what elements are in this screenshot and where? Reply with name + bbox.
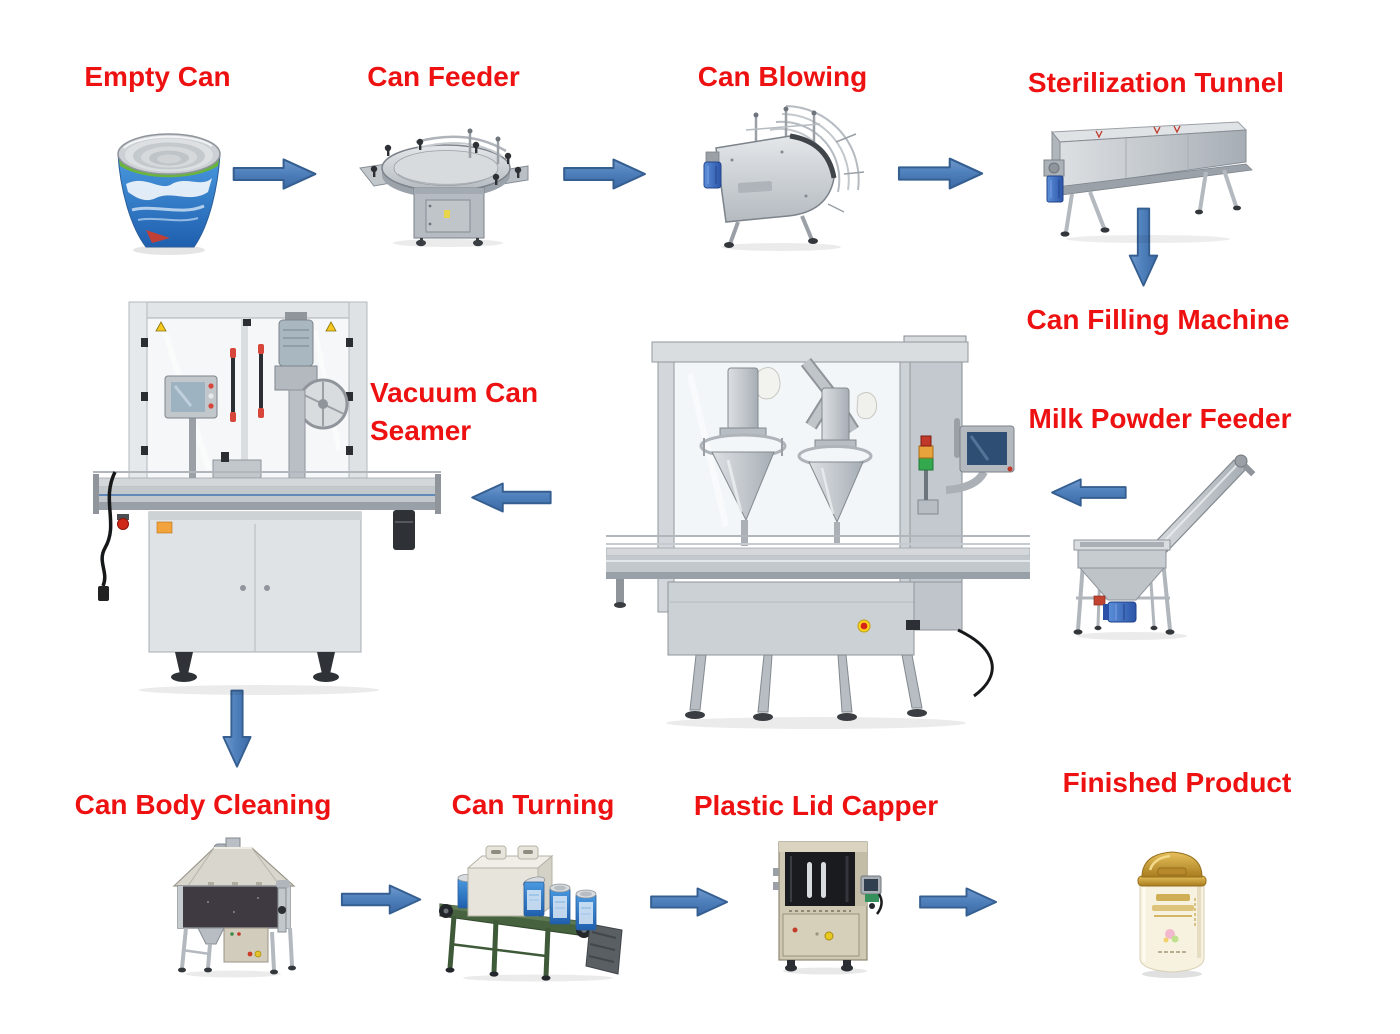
node-label-milk-powder-feeder: Milk Powder Feeder xyxy=(1028,403,1292,434)
arrow-left-icon xyxy=(1051,478,1127,507)
arrow-right-icon xyxy=(563,158,646,190)
milk-powder-feeder-image xyxy=(1073,454,1256,640)
node-label-empty-can: Empty Can xyxy=(84,61,231,92)
finished-product-image xyxy=(1137,851,1207,978)
arrow-right-icon xyxy=(650,887,729,917)
can-feeder-image xyxy=(359,128,529,247)
can-turning-image xyxy=(439,845,623,982)
arrow-right-icon xyxy=(340,884,422,915)
arrow-right-icon xyxy=(897,157,984,190)
arrow-left-icon xyxy=(471,482,552,513)
empty-can-image xyxy=(117,133,221,255)
node-label-can-filling-machine: Can Filling Machine xyxy=(1026,304,1290,335)
sterilization-tunnel-image xyxy=(1043,121,1253,243)
can-body-cleaning-image xyxy=(172,837,296,978)
node-label-vacuum-can-seamer: Vacuum Can Seamer xyxy=(370,377,539,446)
node-label-sterilization-tunnel: Sterilization Tunnel xyxy=(1027,67,1285,98)
node-label-can-body-cleaning: Can Body Cleaning xyxy=(74,789,332,820)
node-label-can-turning: Can Turning xyxy=(451,789,615,820)
node-label-plastic-lid-capper: Plastic Lid Capper xyxy=(693,790,939,821)
can-filling-machine-image xyxy=(606,335,1030,729)
vacuum-can-seamer-image xyxy=(93,301,441,695)
arrow-down-icon xyxy=(222,689,252,768)
node-label-can-feeder: Can Feeder xyxy=(367,61,520,92)
arrow-down-icon xyxy=(1128,207,1159,287)
node-label-can-blowing: Can Blowing xyxy=(697,61,868,92)
arrow-right-icon xyxy=(232,158,317,190)
plastic-lid-capper-image xyxy=(773,841,883,975)
can-blowing-image xyxy=(703,105,865,251)
arrow-right-icon xyxy=(919,887,998,917)
node-label-finished-product: Finished Product xyxy=(1062,767,1292,798)
